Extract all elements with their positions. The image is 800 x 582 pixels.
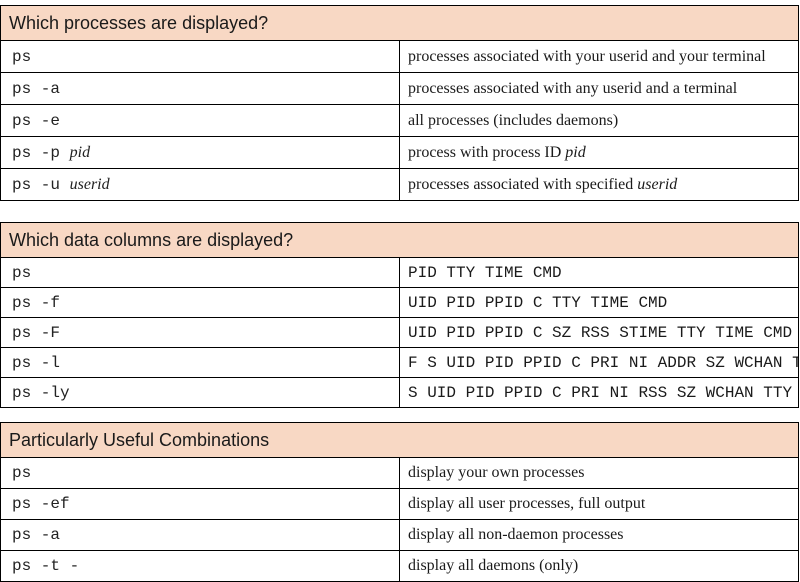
description-text: all processes (includes daemons) [408, 111, 619, 129]
command-text: ps [12, 47, 32, 66]
command-cell: ps [0, 257, 400, 288]
table-row: ps -e all processes (includes daemons) [0, 104, 799, 137]
columns-cell: S UID PID PPID C PRI NI RSS SZ WCHAN TTY… [399, 377, 799, 408]
description-text: processes associated with any userid and… [408, 79, 738, 97]
command-cell: ps -f [0, 287, 400, 318]
table-row: ps display your own processes [0, 457, 799, 489]
table-row: ps -F UID PID PPID C SZ RSS STIME TTY TI… [0, 317, 799, 348]
description-text: process with process ID [408, 143, 562, 161]
columns-cell: UID PID PPID C TTY TIME CMD [399, 287, 799, 318]
command-text: ps -e [12, 111, 61, 130]
table-row: ps -a processes associated with any user… [0, 72, 799, 105]
command-text: ps -a [12, 79, 61, 98]
processes-table: Which processes are displayed? ps proces… [0, 5, 799, 201]
description-cell: processes associated with your userid an… [399, 40, 799, 73]
command-cell: ps -a [0, 519, 400, 551]
description-cell: display all non-daemon processes [399, 519, 799, 551]
table-row: ps -p pid process with process ID pid [0, 136, 799, 169]
command-cell: ps [0, 457, 400, 489]
command-cell: ps -p pid [0, 136, 400, 169]
description-cell: process with process ID pid [399, 136, 799, 169]
command-argument: pid [69, 143, 91, 161]
description-emphasis: userid [637, 175, 678, 193]
command-argument: userid [69, 175, 110, 193]
columns-cell: PID TTY TIME CMD [399, 257, 799, 288]
table-row: ps -t - display all daemons (only) [0, 550, 799, 582]
description-cell: all processes (includes daemons) [399, 104, 799, 137]
command-cell: ps -e [0, 104, 400, 137]
table-row: ps -u userid processes associated with s… [0, 168, 799, 201]
table-row: ps PID TTY TIME CMD [0, 257, 799, 288]
command-cell: ps -l [0, 347, 400, 378]
table-row: ps processes associated with your userid… [0, 40, 799, 73]
table-row: ps -l F S UID PID PPID C PRI NI ADDR SZ … [0, 347, 799, 378]
columns-cell: F S UID PID PPID C PRI NI ADDR SZ WCHAN … [399, 347, 799, 378]
command-cell: ps -t - [0, 550, 400, 582]
description-cell: processes associated with any userid and… [399, 72, 799, 105]
description-cell: display your own processes [399, 457, 799, 489]
description-text: processes associated with your userid an… [408, 47, 766, 65]
description-cell: processes associated with specified user… [399, 168, 799, 201]
useful-combinations-table-title: Particularly Useful Combinations [0, 422, 799, 458]
command-cell: ps -ly [0, 377, 400, 408]
data-columns-table-title: Which data columns are displayed? [0, 222, 799, 258]
data-columns-table: Which data columns are displayed? ps PID… [0, 222, 799, 408]
command-cell: ps [0, 40, 400, 73]
useful-combinations-table: Particularly Useful Combinations ps disp… [0, 422, 799, 582]
columns-cell: UID PID PPID C SZ RSS STIME TTY TIME CMD [399, 317, 799, 348]
table-row: ps -ef display all user processes, full … [0, 488, 799, 520]
command-cell: ps -u userid [0, 168, 400, 201]
command-text: ps -u [12, 175, 61, 194]
command-cell: ps -ef [0, 488, 400, 520]
table-row: ps -ly S UID PID PPID C PRI NI RSS SZ WC… [0, 377, 799, 408]
command-cell: ps -F [0, 317, 400, 348]
processes-table-title: Which processes are displayed? [0, 5, 799, 41]
description-cell: display all daemons (only) [399, 550, 799, 582]
command-cell: ps -a [0, 72, 400, 105]
description-cell: display all user processes, full output [399, 488, 799, 520]
table-row: ps -a display all non-daemon processes [0, 519, 799, 551]
description-text: processes associated with specified [408, 175, 634, 193]
table-row: ps -f UID PID PPID C TTY TIME CMD [0, 287, 799, 318]
command-text: ps -p [12, 143, 61, 162]
description-emphasis: pid [565, 143, 586, 161]
